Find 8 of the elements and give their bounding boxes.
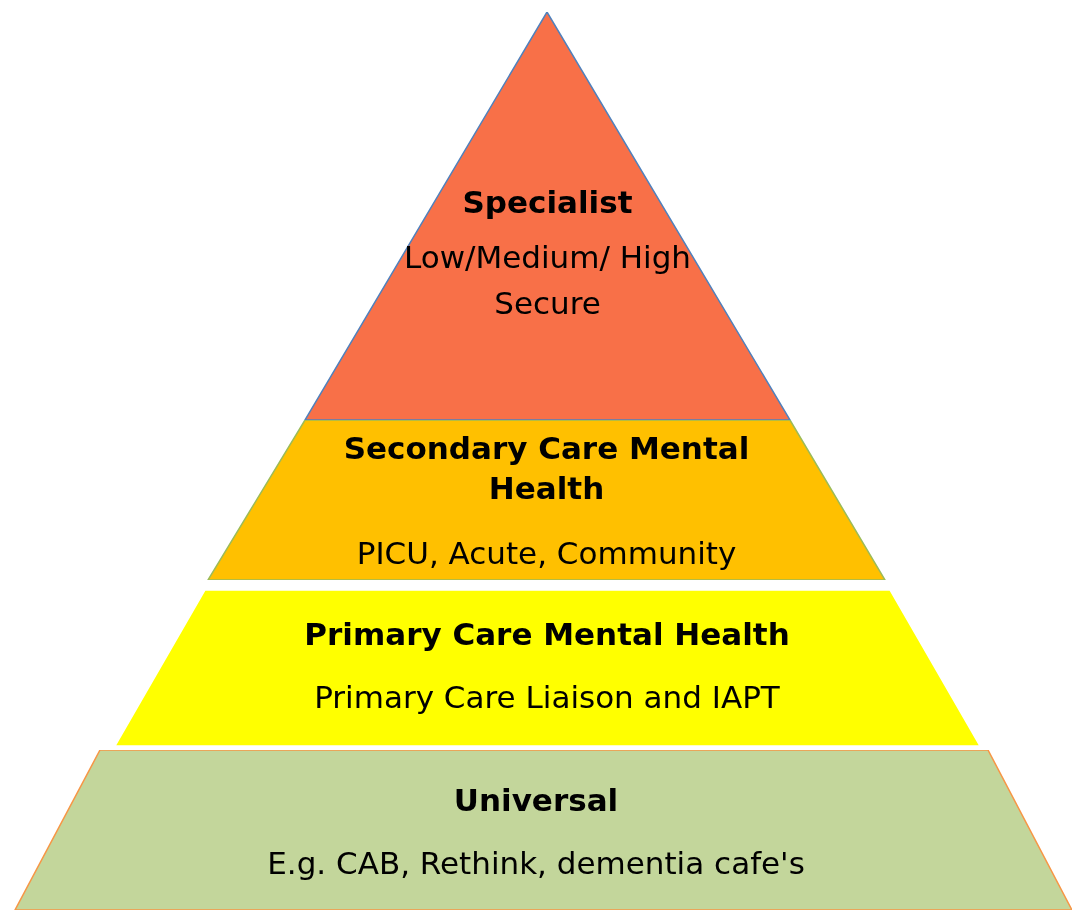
tier-title: Universal [452, 781, 620, 820]
tier-description: PICU, Acute, Community [355, 534, 738, 573]
tier-title: Primary Care Mental Health [303, 615, 791, 654]
tier-description: Low/Medium/ High Secure [403, 238, 692, 323]
tier-description: Primary Care Liaison and IAPT [313, 678, 781, 717]
tier-title: Specialist [461, 183, 634, 222]
tier-description: E.g. CAB, Rethink, dementia cafe's [266, 844, 806, 883]
tier-title: Secondary Care Mental Health [342, 429, 751, 508]
